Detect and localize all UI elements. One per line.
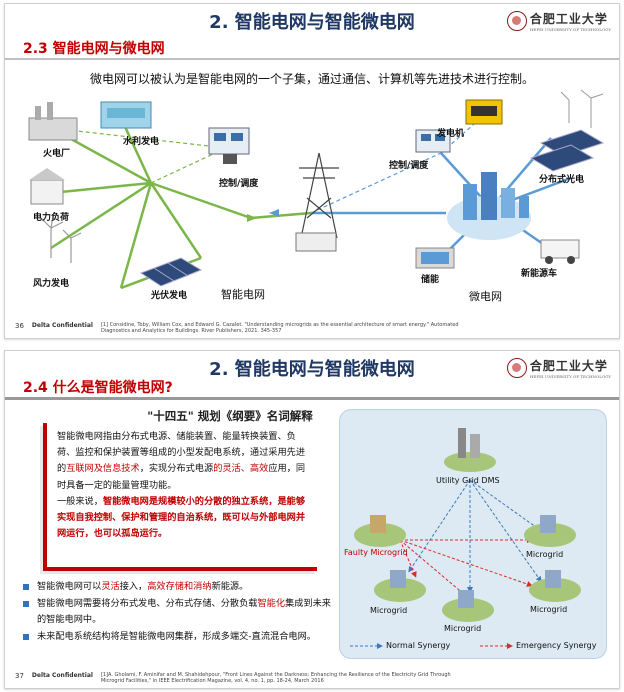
control-left-icon xyxy=(208,127,250,164)
label-thermal: 火电厂 xyxy=(43,149,71,159)
microgrid-icon-3 xyxy=(529,570,581,602)
slide-title: 2. 智能电网与智能微电网 xyxy=(209,12,415,33)
reference: [1] Considine, Toby, William Cox, and Ed… xyxy=(100,322,459,334)
bullet-text: 智能微电网可以 xyxy=(37,581,102,592)
microgrid-icon-4 xyxy=(442,590,494,622)
logo-cn: 合肥工业大学 xyxy=(529,359,608,373)
label-dist-pv: 分布式光电 xyxy=(539,175,585,185)
label-control-left: 控制/调度 xyxy=(219,179,259,189)
box-p2-a: 一般来说， xyxy=(57,495,103,507)
box-p1-a: 智能微电网指由分布式电源、储能装置、能量转换装置、负荷、监控和保护装置等组成的小… xyxy=(57,431,306,475)
slide-footer: 36 Delta Confidential [1] Considine, Tob… xyxy=(15,322,609,334)
synergy-lines xyxy=(350,428,581,649)
confidential-label: Delta Confidential xyxy=(31,322,93,329)
reference: [1]A. Gholami, F. Aminifar and M. Shahid… xyxy=(100,672,451,684)
divider xyxy=(5,58,619,60)
logo-en: HEFEI UNIVERSITY OF TECHNOLOGY xyxy=(529,374,611,379)
label-hydro: 水利发电 xyxy=(123,137,160,147)
bullet-item: 智能微电网可以灵活接入，高效存储和消纳新能源。 xyxy=(23,579,333,596)
university-logo: 合肥工业大学 HEFEI UNIVERSITY OF TECHNOLOGY xyxy=(506,357,611,379)
label-mg2: Microgrid xyxy=(370,606,408,615)
label-wind: 风力发电 xyxy=(33,279,70,289)
bullet-highlight: 灵活 xyxy=(101,581,120,592)
bullet-text: 智能微电网需要将分布式发电、分布式存储、分散负载 xyxy=(37,597,258,609)
label-microgrid: 微电网 xyxy=(469,290,502,303)
smart-grid-diagram: 火电厂 水利发电 控制/调度 电力负荷 风力发电 光伏发电 智能电网 控制/调度… xyxy=(11,88,617,320)
divider xyxy=(5,397,619,400)
dist-pv-icon xyxy=(529,89,605,172)
control-right-icon xyxy=(415,129,451,153)
slide-title: 2. 智能电网与智能微电网 xyxy=(209,359,415,380)
thermal-plant-icon xyxy=(28,102,78,141)
slide-footer: 37 Delta Confidential [1]A. Gholami, F. … xyxy=(15,672,609,684)
box-p1-red2: 的灵活、高效 xyxy=(213,463,269,475)
wind-turbine-icon xyxy=(40,215,82,263)
bullet-list: 智能微电网可以灵活接入，高效存储和消纳新能源。 智能微电网需要将分布式发电、分布… xyxy=(23,579,333,645)
label-mg4: Microgrid xyxy=(444,624,482,633)
label-pv: 光伏发电 xyxy=(151,291,188,301)
slide-what-is-smart-microgrid: 2. 智能电网与智能微电网 合肥工业大学 HEFEI UNIVERSITY OF… xyxy=(4,350,620,689)
box-p1-c: 应用，同时具备一定的能量管理功能。 xyxy=(57,463,306,491)
slide-smart-grid-microgrid: 2. 智能电网与智能微电网 合肥工业大学 HEFEI UNIVERSITY OF… xyxy=(4,3,620,339)
label-control-right: 控制/调度 xyxy=(389,161,429,171)
section-heading: 2.3 智能电网与微电网 xyxy=(23,41,165,57)
faulty-microgrid-icon xyxy=(354,515,406,547)
microgrid-icon-2 xyxy=(374,570,426,602)
university-logo: 合肥工业大学 HEFEI UNIVERSITY OF TECHNOLOGY xyxy=(506,10,611,32)
bullet-highlight: 智能化 xyxy=(257,597,286,609)
bullet-text: 集成到未来的智能电网中。 xyxy=(37,597,331,626)
microgrid-city-icon xyxy=(447,172,531,240)
definition-box: 智能微电网指由分布式电源、储能装置、能量转换装置、负荷、监控和保护装置等组成的小… xyxy=(43,423,317,571)
label-ev: 新能源车 xyxy=(521,269,558,279)
label-mg1: Microgrid xyxy=(526,550,564,559)
power-load-icon xyxy=(29,168,65,205)
microgrid-icon-1 xyxy=(524,515,576,547)
page-number: 36 xyxy=(15,322,24,330)
label-utility: Utility Grid DMS xyxy=(436,476,500,485)
confidential-label: Delta Confidential xyxy=(31,672,93,679)
box-p2-red: 智能微电网是规模较小的分散的独立系统，是能够实现自我控制、保护和管理的自治系统，… xyxy=(57,495,306,540)
label-smart-grid: 智能电网 xyxy=(221,288,265,301)
ev-icon xyxy=(540,239,580,264)
legend-normal: Normal Synergy xyxy=(386,641,451,650)
microgrid-synergy-diagram: Utility Grid DMS Faulty Microgrid Microg… xyxy=(339,409,607,659)
bullet-item: 智能微电网需要将分布式发电、分布式存储、分散负载智能化集成到未来的智能电网中。 xyxy=(23,596,333,629)
label-faulty: Faulty Microgrid xyxy=(344,548,408,557)
label-generator: 发电机 xyxy=(437,129,465,139)
bullet-item: 未来配电系统结构将是智能微电网集群，形成多端交-直流混合电网。 xyxy=(23,629,333,646)
bullet-text: 接入， xyxy=(119,581,148,592)
hydro-icon xyxy=(100,101,152,129)
legend-emergency: Emergency Synergy xyxy=(516,641,597,650)
university-seal-icon xyxy=(506,11,527,31)
logo-en: HEFEI UNIVERSITY OF TECHNOLOGY xyxy=(529,27,611,32)
university-seal-icon xyxy=(506,358,527,378)
label-storage: 储能 xyxy=(421,275,440,285)
bullet-text: 新能源。 xyxy=(211,581,249,592)
bullet-text: 未来配电系统结构将是智能微电网集群，形成多端交-直流混合电网。 xyxy=(37,630,316,642)
label-mg3: Microgrid xyxy=(530,605,568,614)
pv-icon xyxy=(139,257,203,287)
bullet-highlight: 高效存储和消纳 xyxy=(147,581,212,592)
generator-icon xyxy=(465,99,503,125)
section-heading: 2.4 什么是智能微电网? xyxy=(23,380,173,396)
box-p1-red1: 互联网及信息技术 xyxy=(66,463,140,475)
intro-text: 微电网可以被认为是智能电网的一个子集，通过通信、计算机等先进技术进行控制。 xyxy=(89,72,534,86)
page-number: 37 xyxy=(15,672,24,680)
utility-grid-icon xyxy=(444,428,496,472)
label-load: 电力负荷 xyxy=(33,213,70,223)
definition-subtitle: "十四五" 规划《纲要》名词解释 xyxy=(147,409,313,423)
grid-lines xyxy=(28,89,605,290)
logo-cn: 合肥工业大学 xyxy=(529,12,608,26)
storage-icon xyxy=(415,247,455,269)
tower-icon xyxy=(299,152,339,239)
box-p1-b: ，实现分布式电源 xyxy=(139,463,214,475)
